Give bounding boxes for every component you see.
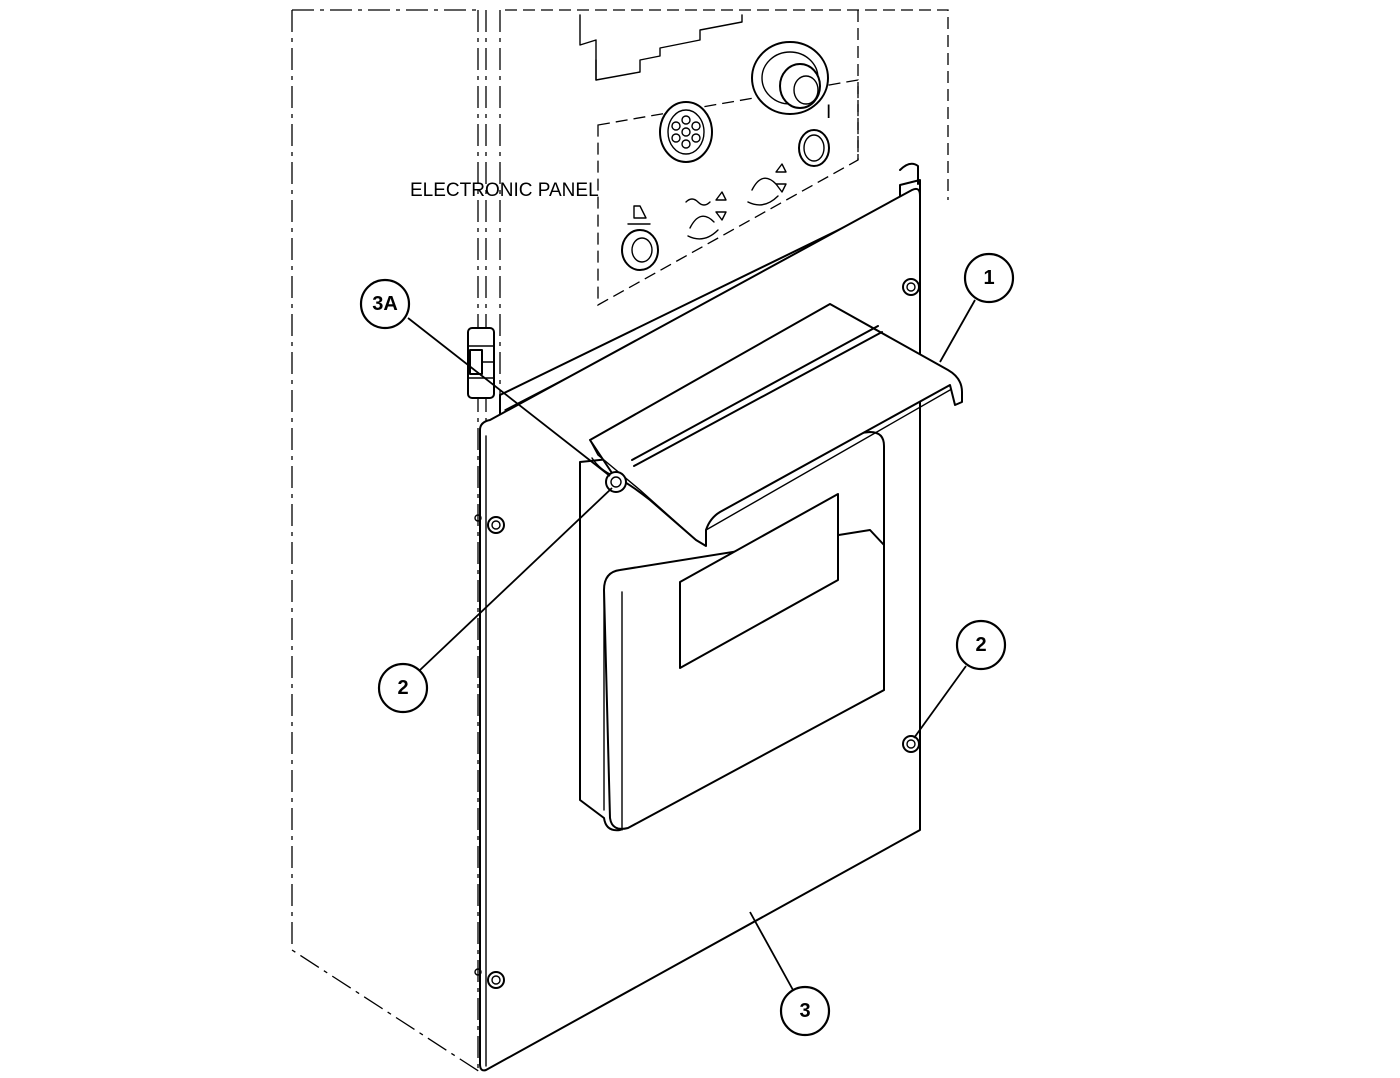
door-fasteners [474, 278, 920, 989]
switch-button-icon: I [798, 102, 831, 167]
upper-control-panel: I ELECTRONIC PANEL [410, 14, 859, 307]
leader-lines [407, 299, 976, 991]
connector-icon [659, 101, 713, 163]
svg-text:2: 2 [397, 677, 408, 699]
switch-on-mark: I [826, 102, 831, 123]
emergency-stop-icon [751, 41, 829, 115]
callout-2-right: 2 [955, 619, 1007, 671]
callout-3a: 3A [359, 278, 411, 330]
display-module [579, 431, 885, 832]
hinge [467, 327, 495, 399]
cover-screw [605, 471, 627, 493]
svg-text:3: 3 [799, 1000, 810, 1022]
svg-text:2: 2 [975, 634, 986, 656]
electronic-panel-label: ELECTRONIC PANEL [410, 180, 599, 201]
panel-symbols [627, 163, 787, 240]
callout-1: 1 [963, 252, 1015, 304]
bolt-icon [487, 971, 505, 989]
bolt-icon [487, 516, 505, 534]
svg-text:1: 1 [983, 267, 994, 289]
bolt-icon [902, 735, 920, 753]
svg-text:3A: 3A [372, 293, 398, 315]
horn-button-icon [621, 229, 659, 271]
callout-2-left: 2 [377, 662, 429, 714]
display-screen [679, 493, 839, 669]
bolt-icon [902, 278, 920, 296]
callout-3: 3 [779, 985, 831, 1037]
cover-hood [589, 303, 963, 547]
